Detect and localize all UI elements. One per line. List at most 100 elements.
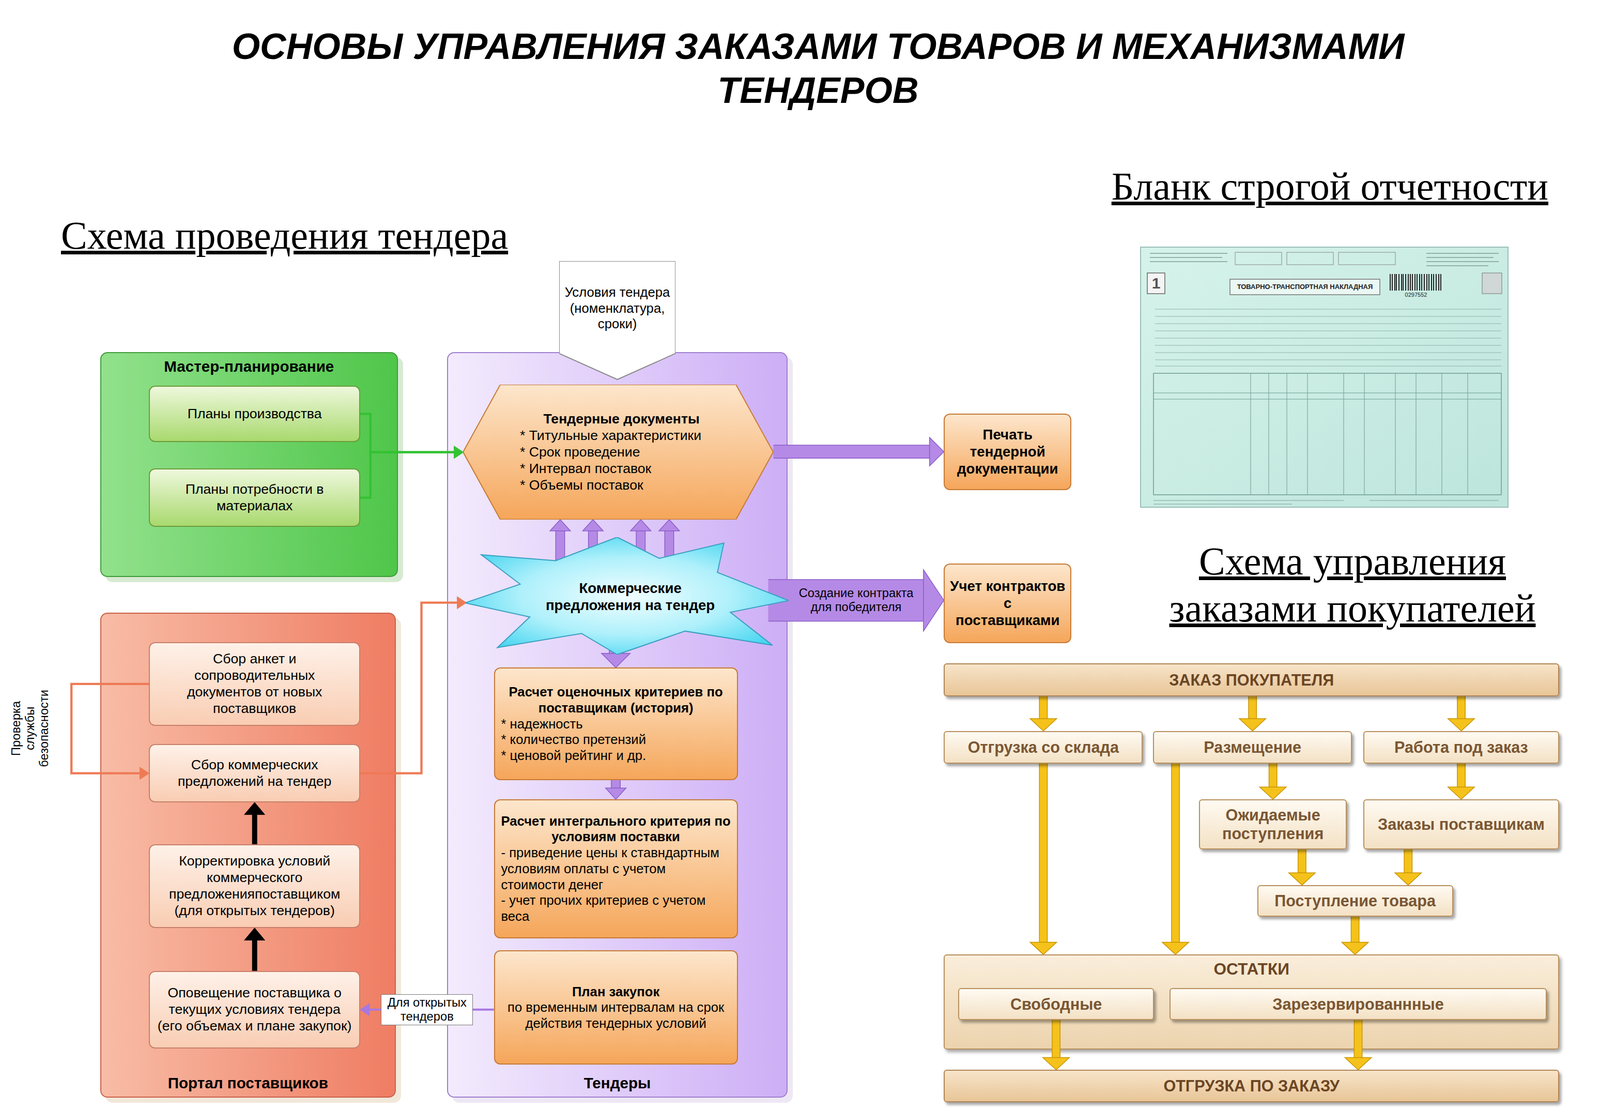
connector-line	[1404, 849, 1412, 874]
bar-box: Размещение	[1152, 730, 1352, 764]
node-text: Ожидаемые поступления	[1203, 805, 1343, 843]
arrow-head	[1288, 872, 1316, 885]
process-box: Расчет интегрального критерия по условия…	[494, 798, 738, 938]
connector-outline	[1350, 916, 1360, 943]
text-area: Условия тендера (номенклатура, сроки)	[563, 264, 671, 351]
label-box: ТОВАРНО-ТРАНСПОРТНАЯ НАКЛАДНАЯ	[1229, 282, 1380, 291]
connector	[773, 437, 945, 466]
group-panel: ОСТАТКИ Свободные Зарезервированнные	[943, 954, 1560, 1050]
bar-box: Работа под заказ	[1363, 730, 1560, 764]
text-content: Свободные	[962, 994, 1150, 1014]
text-content: Тендерные документы* Титульные характери…	[500, 410, 743, 494]
text-area: ОТГРУЗКА ПО ЗАКАЗУ	[947, 1073, 1556, 1098]
connector-line	[1298, 849, 1306, 874]
connector-line	[1172, 763, 1180, 943]
connector-line	[1269, 763, 1277, 788]
group-panel: Портал поставщиковСбор анкет и сопроводи…	[100, 612, 397, 1098]
arrow-head	[1394, 872, 1422, 885]
node-text: Коммерческие предложения на тендер	[543, 579, 718, 614]
bar-box: Поступление товара	[1257, 884, 1454, 917]
edge-label-box: Проверка службы безопасности	[9, 684, 52, 773]
connector-line	[252, 939, 258, 971]
text-content: Сбор анкет и сопроводительных документов…	[156, 650, 353, 717]
text-content: План закупокпо временным интервалам на с…	[501, 983, 731, 1032]
text-content: Зарезервированнные	[1173, 994, 1544, 1014]
connector	[1341, 916, 1368, 955]
connector-line	[611, 779, 621, 790]
bullet-item: * Титульные характеристики	[519, 427, 743, 444]
node-text: Свободные	[962, 994, 1150, 1014]
text-area: Заказы поставщикам	[1367, 803, 1556, 845]
text-content: Работа под заказ	[1367, 737, 1556, 757]
connector-outline	[1171, 763, 1180, 943]
text-content: Учет контрактов с поставщиками	[949, 577, 1066, 629]
connector-line	[1457, 696, 1466, 720]
text-content: Расчет интегрального критерия по условия…	[501, 812, 731, 925]
node-text: Корректировка условий коммерческого пред…	[156, 852, 353, 919]
text-content: Отгрузка со склада	[947, 737, 1139, 757]
form-illustration	[1140, 247, 1509, 507]
text-area: Зарезервированнные	[1173, 991, 1544, 1015]
edge-label: Создание контракта для победителя	[791, 586, 921, 614]
connector-outline	[1403, 849, 1413, 874]
text-content: Планы производства	[156, 405, 353, 423]
text-area: Ожидаемые поступления	[1203, 803, 1343, 845]
node-text: Отгрузка со склада	[947, 737, 1139, 757]
form-field-lines	[1155, 309, 1502, 366]
node-text: по временным интервалам на срок действия…	[501, 998, 731, 1032]
node-text: - приведение цены к ставндартным условия…	[501, 844, 731, 892]
process-box: Оповещение поставщика о текущих условиях…	[148, 970, 361, 1049]
node-heading: Тендеры	[583, 1073, 652, 1092]
node-text: Сбор анкет и сопроводительных документов…	[156, 650, 353, 717]
connector-line	[1039, 696, 1048, 720]
bar-box: Зарезервированнные	[1169, 987, 1548, 1020]
bar-box: Отгрузка со склада	[943, 730, 1143, 764]
title-box: ОСНОВЫ УПРАВЛЕНИЯ ЗАКАЗАМИ ТОВАРОВ И МЕХ…	[133, 24, 1503, 114]
text-area: Печать тендерной документации	[949, 419, 1066, 484]
process-box: Корректировка условий коммерческого пред…	[148, 843, 361, 928]
shape-fill	[465, 536, 789, 655]
text-label: 1	[1147, 273, 1165, 293]
text-area: Отгрузка со склада	[947, 734, 1139, 760]
form-cell	[1338, 252, 1396, 265]
text-label: Бланк строгой отчетности	[1111, 162, 1549, 210]
edge-label-box: Создание контракта для победителя	[791, 586, 921, 614]
text-area: Сбор коммерческих предложений на тендер	[156, 750, 353, 795]
block-arrow-shape: Условия тендера (номенклатура, сроки)	[559, 260, 676, 380]
node-heading: Расчет интегрального критерия по условия…	[501, 812, 731, 845]
text-area: План закупокпо временным интервалам на с…	[501, 957, 731, 1057]
text-area: Планы производства	[156, 392, 353, 435]
node-text: Сбор коммерческих предложений на тендер	[156, 756, 353, 790]
form-cell	[1286, 252, 1334, 265]
text-area: Свободные	[962, 991, 1150, 1015]
process-box: Сбор анкет и сопроводительных документов…	[148, 641, 361, 726]
group-panel: Тендеры Тендерные документы* Титульные ха…	[447, 351, 788, 1097]
form-cell	[1235, 252, 1282, 265]
arrow-head	[1162, 941, 1189, 955]
connector	[1448, 696, 1475, 731]
form-sheet	[1140, 247, 1509, 507]
diagram-title: ОСНОВЫ УПРАВЛЕНИЯ ЗАКАЗАМИ ТОВАРОВ И МЕХ…	[133, 24, 1503, 114]
node-text: Работа под заказ	[1367, 737, 1556, 757]
text-area: Оповещение поставщика о текущих условиях…	[156, 977, 353, 1041]
bullet-item: * Срок проведение	[519, 443, 743, 461]
shape-fill	[559, 260, 676, 380]
node-heading: План закупок	[501, 983, 731, 1000]
process-box: Учет контрактов с поставщиками	[943, 563, 1072, 643]
form-table-grid	[1153, 373, 1502, 495]
bar-box: Заказы поставщикам	[1363, 798, 1560, 850]
text-area: Расчет оценочных критериев по поставщика…	[501, 674, 731, 773]
text-area: Размещение	[1157, 734, 1348, 760]
connector-outline	[610, 779, 621, 790]
node-text: Планы потребности в материалах	[156, 481, 353, 515]
node-heading: ОСТАТКИ	[1213, 959, 1290, 979]
text-content: Оповещение поставщика о текущих условиях…	[156, 984, 353, 1035]
connector-line	[556, 529, 565, 561]
node-text: Учет контрактов с поставщиками	[949, 577, 1066, 629]
process-box: Планы потребности в материалах	[148, 468, 361, 527]
arrow-head	[1029, 718, 1057, 731]
text-label: 0297552	[1388, 291, 1444, 299]
text-content: Заказы поставщикам	[1367, 814, 1556, 834]
form-fine-print	[1149, 253, 1499, 266]
connector-outline	[1038, 763, 1048, 943]
